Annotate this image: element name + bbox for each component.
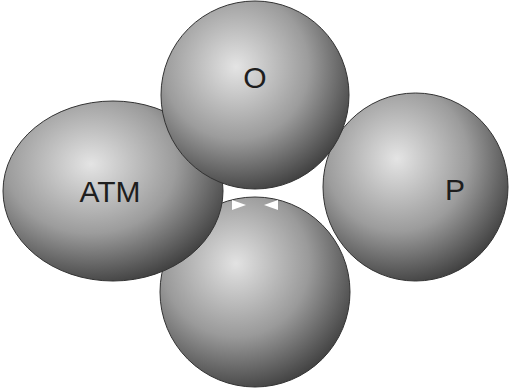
center-arrow (232, 200, 246, 210)
sphere-label: ATM (79, 177, 140, 207)
sphere-label: P (445, 175, 465, 205)
center-arrow (264, 200, 278, 210)
sphere-label: O (243, 63, 266, 93)
sphere-shape (160, 0, 350, 190)
sphere-node: P (322, 92, 509, 282)
sphere-node: O (160, 0, 350, 190)
sphere-shape (322, 92, 509, 282)
